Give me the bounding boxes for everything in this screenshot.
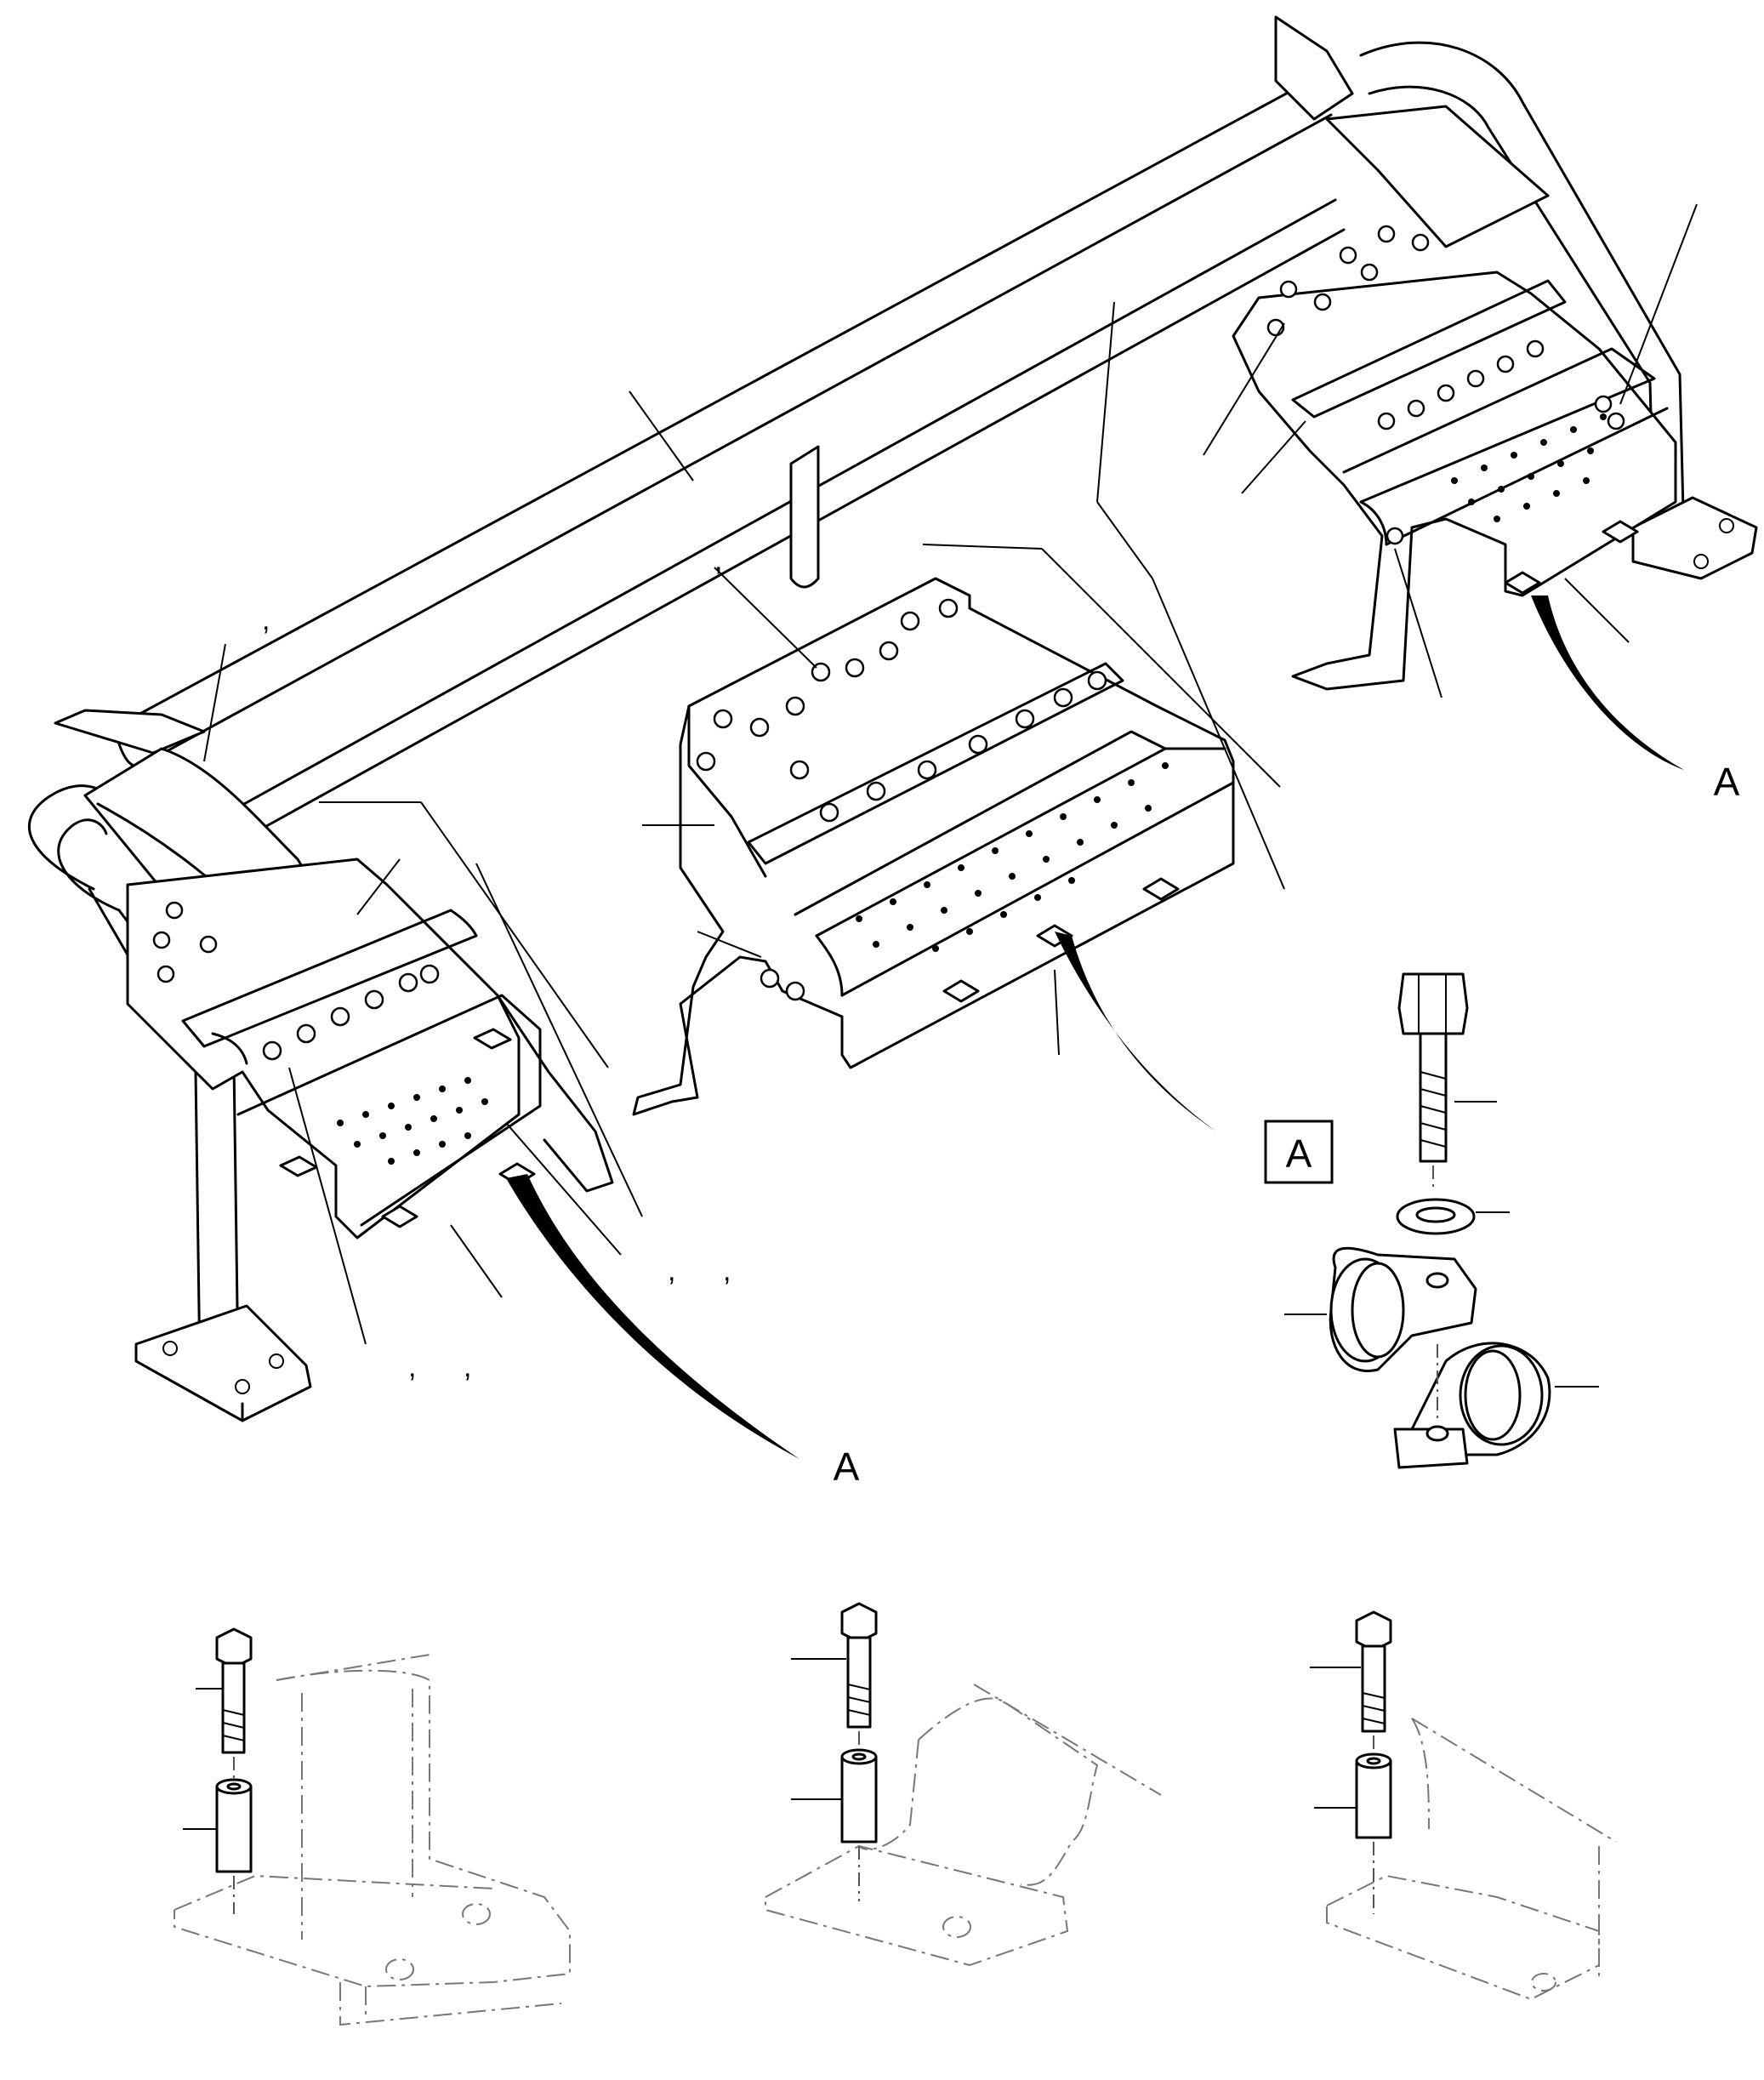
nut-row-right [1266,225,1625,545]
comma-1: , [262,604,270,636]
comma-4: , [723,1255,731,1287]
nut-row-center [696,598,1107,1001]
step-left [126,858,799,1459]
tread-holes-center [856,762,1169,952]
detail-bolt-spacer-center [765,1602,1162,1967]
detail-marker-a: A [1286,1131,1312,1176]
comma-2: , [714,544,722,577]
step-right [1232,225,1684,770]
detail-a-clamp [1264,972,1599,1469]
nut-row-left [152,901,440,1061]
comma-3: , [668,1255,675,1287]
callout-a-left: A [834,1445,860,1489]
comma-5: , [408,1351,416,1383]
tread-holes-right [1451,413,1607,522]
detail-bolt-spacer-right [1310,1610,1617,2001]
detail-bolt-spacer-left [174,1627,571,2026]
step-center [632,577,1235,1131]
leader-lines [203,203,1698,1345]
comma-6: , [464,1351,471,1383]
tread-holes-left [337,1077,488,1165]
callout-a-right: A [1714,760,1740,804]
